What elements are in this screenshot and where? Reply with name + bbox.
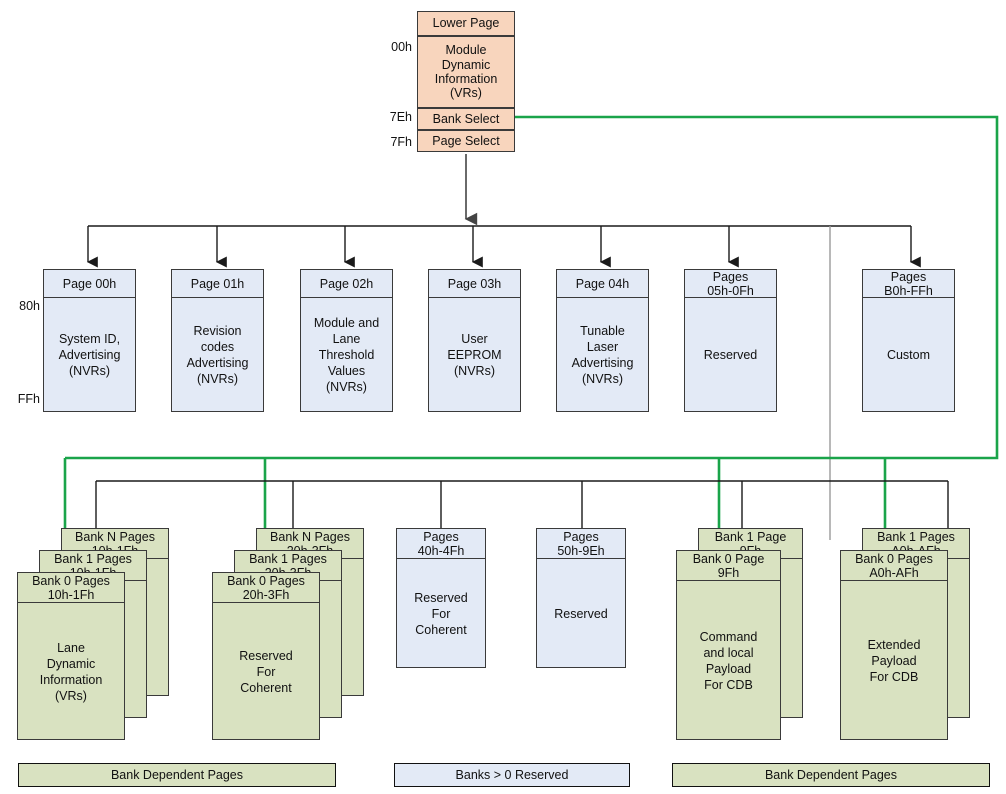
page-01h-body: Revision codes Advertising (NVRs) xyxy=(186,324,249,386)
pages-B0h-FFh-header: Pages B0h-FFh xyxy=(863,270,954,298)
pages-50h-9Eh-body: Reserved xyxy=(554,606,608,621)
bank-pages-20h-3Fh-body: Reserved For Coherent xyxy=(239,648,293,695)
addr-FFh: FFh xyxy=(17,392,40,406)
bank-page-9Fh-header: Bank 0 Page 9Fh xyxy=(677,551,780,581)
bank-pages-10h-1Fh-body: Lane Dynamic Information (VRs) xyxy=(39,640,103,703)
lower-page-body: Module Dynamic Information (VRs) xyxy=(417,36,515,108)
legend-bank-dependent-right: Bank Dependent Pages xyxy=(672,763,990,787)
bank-pages-A0h-AFh-header: Bank 0 Pages A0h-AFh xyxy=(841,551,947,581)
addr-7Fh: 7Fh xyxy=(390,135,412,149)
bank-select-register[interactable]: Bank Select xyxy=(417,108,515,130)
page-02h-body: Module and Lane Threshold Values (NVRs) xyxy=(313,316,380,394)
addr-7Eh: 7Eh xyxy=(389,110,412,124)
pages-05h-0Fh-header: Pages 05h-0Fh xyxy=(685,270,776,298)
legend-banks-gt0-reserved: Banks > 0 Reserved xyxy=(394,763,630,787)
page-03h-body: User EEPROM (NVRs) xyxy=(447,332,502,378)
page-00h-header: Page 00h xyxy=(44,270,135,298)
pages-50h-9Eh-header: Pages 50h-9Eh xyxy=(537,529,625,559)
bank-page-fanout xyxy=(94,480,958,546)
bank-pages-20h-3Fh-header: Bank 0 Pages 20h-3Fh xyxy=(213,573,319,603)
page-01h-header: Page 01h xyxy=(172,270,263,298)
legend-bank-dependent-left: Bank Dependent Pages xyxy=(18,763,336,787)
upper-page-fanout xyxy=(86,225,921,268)
addr-80h: 80h xyxy=(19,299,40,313)
page-00h-body: System ID, Advertising (NVRs) xyxy=(58,332,121,378)
pages-05h-0Fh-body: Reserved xyxy=(703,348,758,362)
pages-40h-4Fh-header: Pages 40h-4Fh xyxy=(397,529,485,559)
page-select-register[interactable]: Page Select xyxy=(417,130,515,152)
bank-pages-A0h-AFh-body: Extended Payload For CDB xyxy=(867,637,921,684)
page-02h-header: Page 02h xyxy=(301,270,392,298)
page-03h-header: Page 03h xyxy=(429,270,520,298)
lower-page-title: Lower Page xyxy=(417,11,515,36)
page-04h-header: Page 04h xyxy=(557,270,648,298)
page-04h-body: Tunable Laser Advertising (NVRs) xyxy=(571,324,634,386)
pages-B0h-FFh-body: Custom xyxy=(886,348,931,362)
pages-40h-4Fh-body: Reserved For Coherent xyxy=(414,590,468,637)
addr-00h: 00h xyxy=(391,40,412,54)
bank-pages-10h-1Fh-header: Bank 0 Pages 10h-1Fh xyxy=(18,573,124,603)
bank-page-9Fh-body: Command and local Payload For CDB xyxy=(699,629,758,692)
